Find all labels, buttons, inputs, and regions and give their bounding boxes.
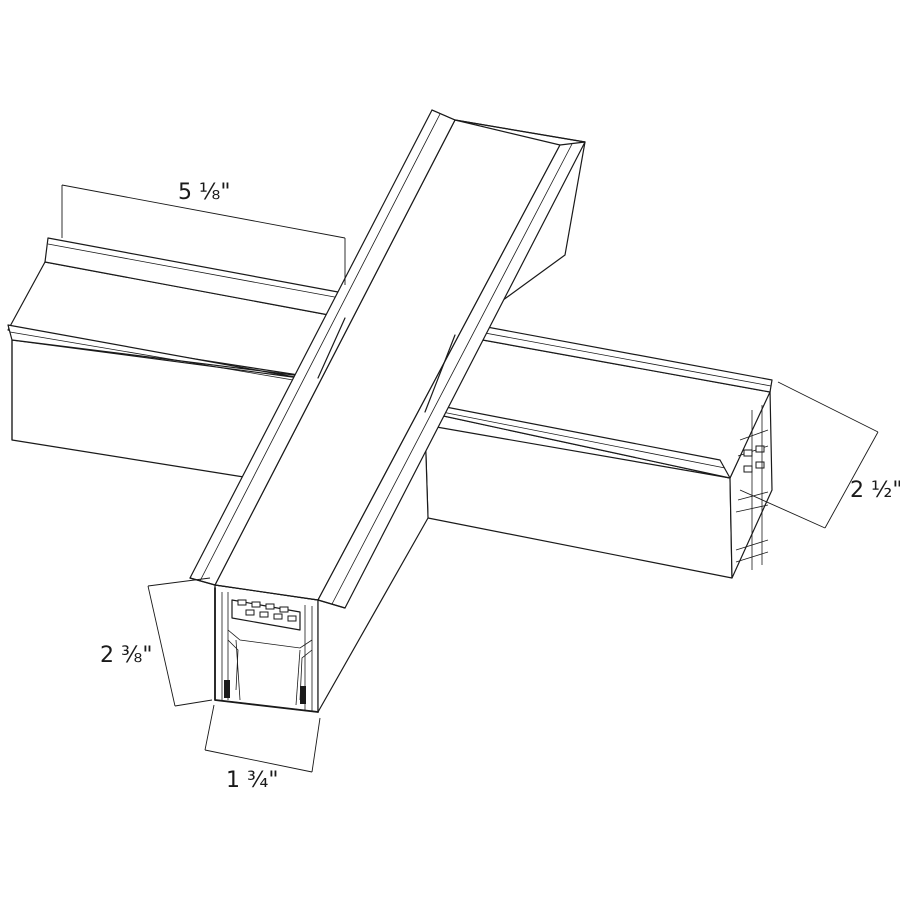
right-end-internals bbox=[735, 405, 769, 570]
dimension-label-front-height: 2 ⅜" bbox=[100, 643, 153, 668]
dimension-width bbox=[204, 704, 321, 773]
dimension-label-right-height: 2 ½" bbox=[850, 478, 900, 503]
left-arm bbox=[7, 237, 346, 479]
dimension-label-arm-length: 5 ⅛" bbox=[178, 180, 231, 205]
front-end-internals bbox=[214, 587, 319, 713]
dimension-arm-length bbox=[61, 184, 346, 285]
dimension-right-height bbox=[739, 381, 879, 529]
dimension-front-height bbox=[147, 577, 213, 707]
dimension-label-width: 1 ¾" bbox=[226, 768, 279, 793]
